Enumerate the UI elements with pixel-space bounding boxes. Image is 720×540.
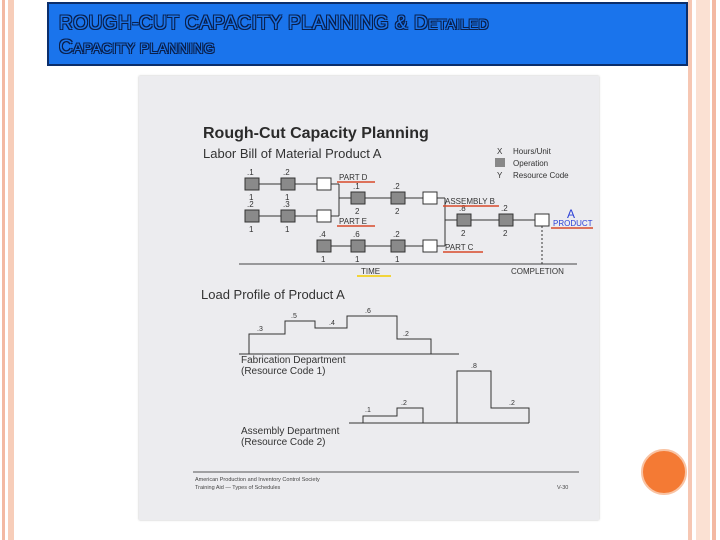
load-value: .8: [471, 363, 477, 370]
fabrication-load-profile: [239, 315, 459, 355]
hours-label: .2: [283, 168, 290, 177]
code-label: 1: [321, 255, 326, 264]
code-label: 2: [461, 229, 466, 238]
legend-label: Operation: [513, 159, 548, 168]
product-node: [534, 213, 550, 227]
scan-subheading: Labor Bill of Material Product A: [203, 146, 382, 161]
operation-box: [350, 191, 366, 205]
code-label: 1: [285, 193, 290, 202]
title-line2-main: C: [59, 37, 74, 58]
title-line1-smallcaps: ETAILED: [428, 16, 489, 32]
operation-box: [456, 213, 472, 227]
completion-label: COMPLETION: [511, 267, 564, 276]
legend-label: Resource Code: [513, 171, 569, 180]
scanned-document-image: Rough-Cut Capacity Planning Labor Bill o…: [139, 76, 599, 520]
load-value: .3: [257, 326, 263, 333]
footer-credit: American Production and Inventory Contro…: [195, 477, 320, 483]
legend-symbol: Y: [497, 171, 503, 180]
product-a-annotation: A: [567, 207, 575, 221]
legend-label: Hours/Unit: [513, 147, 552, 156]
operation-box: [280, 209, 296, 223]
assembly-load-profile: [349, 370, 530, 424]
hours-label: .1: [247, 168, 254, 177]
legend: X Hours/Unit Operation Y Resource Code: [495, 147, 569, 180]
operation-box: [244, 209, 260, 223]
scan-drawing: Rough-Cut Capacity Planning Labor Bill o…: [193, 125, 593, 491]
code-label: 1: [249, 193, 254, 202]
hours-label: .2: [393, 182, 400, 191]
assembly-caption: Assembly Department: [241, 426, 340, 437]
slide-title: ROUGH-CUT CAPACITY PLANNING & DETAILED C…: [59, 12, 679, 60]
hours-label: .6: [353, 230, 360, 239]
part-node: [422, 191, 438, 205]
assembly-values: .1 .2 .8 .2: [365, 363, 515, 414]
load-value: .6: [365, 308, 371, 315]
operation-box: [498, 213, 514, 227]
part-c-label: PART C: [445, 243, 474, 252]
load-value: .2: [403, 331, 409, 338]
fabrication-values: .3 .5 .4 .6 .2: [257, 308, 409, 338]
code-label: 2: [503, 229, 508, 238]
hours-label: .8: [459, 204, 466, 213]
hand-annotations: [337, 181, 593, 277]
border-stripe: [8, 0, 14, 540]
border-stripe: [688, 0, 692, 540]
labor-bom-diagram: [239, 177, 577, 265]
code-label: 1: [249, 225, 254, 234]
operation-box: [390, 191, 406, 205]
operation-legend-icon: [495, 158, 505, 167]
title-line2-smallcaps: APACITY PLANNING: [73, 40, 216, 56]
hours-label: .3: [283, 200, 290, 209]
legend-symbol: X: [497, 147, 503, 156]
hours-label: .1: [353, 182, 360, 191]
load-profile-title: Load Profile of Product A: [201, 287, 345, 302]
part-node: [422, 239, 438, 253]
code-label: 2: [355, 207, 360, 216]
bom-labels: .1 .2 1 1 .2 .3 1 1 .1 .2 2 2 .4 .6 .2 1…: [247, 168, 593, 276]
load-value: .5: [291, 313, 297, 320]
hours-label: .2: [247, 200, 254, 209]
part-node: [316, 177, 332, 191]
scan-heading: Rough-Cut Capacity Planning: [203, 125, 429, 142]
part-d-label: PART D: [339, 173, 368, 182]
operation-box: [390, 239, 406, 253]
code-label: 2: [395, 207, 400, 216]
code-label: 1: [285, 225, 290, 234]
title-line1-main: ROUGH-CUT CAPACITY PLANNING & D: [59, 13, 429, 34]
code-label: 1: [395, 255, 400, 264]
footer-subtitle: Training Aid — Types of Schedules: [195, 485, 281, 491]
part-e-label: PART E: [339, 217, 367, 226]
load-value: .1: [365, 407, 371, 414]
hours-label: .2: [393, 230, 400, 239]
slide-left-border: [0, 0, 16, 540]
time-label: TIME: [361, 267, 380, 276]
hours-label: .2: [501, 204, 508, 213]
footer-page: V-30: [557, 485, 568, 491]
decorative-orange-circle: [641, 449, 687, 495]
slide-title-box: ROUGH-CUT CAPACITY PLANNING & DETAILED C…: [47, 2, 688, 66]
border-stripe: [2, 0, 5, 540]
assembly-code: (Resource Code 2): [241, 437, 325, 448]
hours-label: .4: [319, 230, 326, 239]
operation-box: [316, 239, 332, 253]
fabrication-code: (Resource Code 1): [241, 366, 325, 377]
part-node: [316, 209, 332, 223]
load-value: .2: [509, 400, 515, 407]
border-stripe: [712, 0, 716, 540]
product-label: PRODUCT: [553, 219, 593, 228]
border-stripe: [696, 0, 710, 540]
operation-box: [244, 177, 260, 191]
code-label: 1: [355, 255, 360, 264]
slide-right-border: [688, 0, 720, 540]
load-value: .4: [329, 320, 335, 327]
load-value: .2: [401, 400, 407, 407]
operation-box: [280, 177, 296, 191]
fabrication-caption: Fabrication Department: [241, 355, 346, 366]
operation-box: [350, 239, 366, 253]
assembly-b-label: ASSEMBLY B: [445, 197, 495, 206]
